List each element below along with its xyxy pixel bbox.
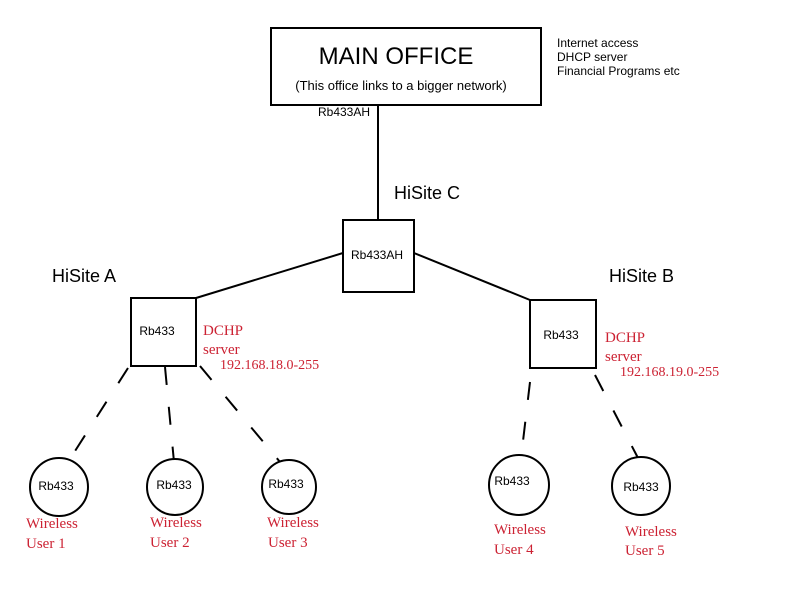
hisite-a-dhcp-line-1: DCHP [203, 323, 243, 339]
hisite-a-dhcp-line-2: server [203, 342, 240, 358]
user-1-label-line-2: User 1 [26, 536, 66, 552]
hisite-b-box [529, 299, 597, 369]
main-office-box [270, 27, 542, 106]
user-3-label-line-2: User 3 [268, 535, 308, 551]
wireless-user-2: Rb433 Wireless User 2 [146, 458, 204, 551]
hisite-b-dhcp-line-2: server [605, 349, 642, 365]
hisite-c-label: HiSite C [394, 183, 460, 203]
wireless-link-user-1 [67, 367, 129, 463]
main-office-subtitle: (This office links to a bigger network) [295, 78, 506, 93]
user-5-node [611, 456, 671, 516]
hisite-b-dhcp-line-3: 192.168.19.0-255 [620, 365, 719, 380]
wireless-link-user-3 [199, 365, 281, 463]
main-office-service-2: Financial Programs etc [557, 64, 680, 78]
link-hisite-c-to-hisite-a [195, 252, 344, 299]
user-1-router-label: Rb433 [38, 479, 74, 493]
hisite-a-router-label: Rb433 [139, 324, 175, 338]
hisite-b-dhcp-line-1: DCHP [605, 330, 645, 346]
user-4-node [488, 454, 550, 516]
wireless-link-user-2 [164, 366, 175, 463]
hisite-c-router-label: Rb433AH [351, 248, 403, 262]
user-2-router-label: Rb433 [156, 478, 192, 492]
main-office-service-1: DHCP server [557, 50, 627, 64]
user-1-label-line-1: Wireless [26, 516, 78, 532]
main-office-title: MAIN OFFICE [319, 43, 474, 70]
user-3-node [261, 459, 317, 515]
wireless-user-3: Rb433 Wireless User 3 [261, 459, 319, 551]
user-3-label-line-1: Wireless [267, 515, 319, 531]
main-office-router-label: Rb433AH [318, 105, 370, 119]
wireless-user-1: Rb433 Wireless User 1 [26, 457, 89, 552]
hisite-a-label: HiSite A [52, 266, 116, 286]
user-2-node [146, 458, 204, 516]
hisite-b-label: HiSite B [609, 266, 674, 286]
user-2-label-line-2: User 2 [150, 535, 190, 551]
user-2-label-line-1: Wireless [150, 515, 202, 531]
wireless-link-user-4 [520, 381, 531, 459]
user-4-label-line-1: Wireless [494, 522, 546, 538]
user-5-label-line-1: Wireless [625, 524, 677, 540]
user-3-router-label: Rb433 [268, 477, 304, 491]
link-hisite-c-to-hisite-b [413, 252, 531, 301]
wireless-user-5: Rb433 Wireless User 5 [611, 456, 677, 559]
hisite-a-dhcp-line-3: 192.168.18.0-255 [220, 358, 319, 373]
hisite-c-box [342, 219, 415, 293]
user-1-node [29, 457, 89, 517]
wireless-link-user-5 [594, 374, 639, 459]
hisite-a-box [130, 297, 197, 367]
hisite-b-router-label: Rb433 [543, 328, 579, 342]
user-5-label-line-2: User 5 [625, 543, 665, 559]
user-4-label-line-2: User 4 [494, 542, 534, 558]
user-4-router-label: Rb433 [494, 474, 530, 488]
user-5-router-label: Rb433 [623, 480, 659, 494]
wireless-user-4: Rb433 Wireless User 4 [488, 454, 550, 558]
main-office-service-0: Internet access [557, 36, 638, 50]
